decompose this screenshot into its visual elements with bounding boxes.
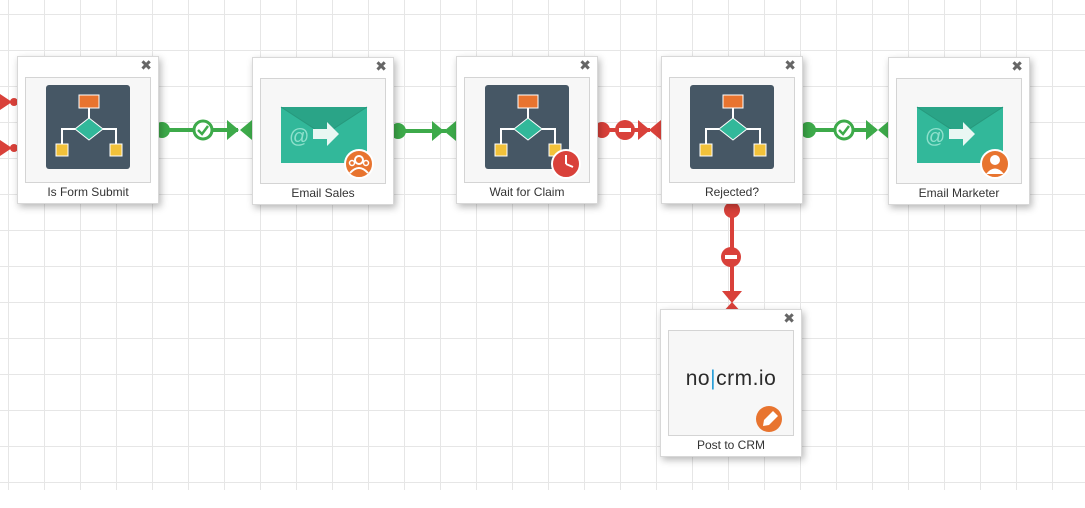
node-email-sales[interactable]: ✖ @ Email Sales xyxy=(252,57,394,205)
decision-flowchart-icon xyxy=(485,85,581,179)
node-label: Rejected? xyxy=(704,185,760,199)
sales-team-icon xyxy=(344,149,374,179)
close-icon[interactable]: ✖ xyxy=(140,57,152,73)
check-icon xyxy=(833,119,855,141)
decision-flowchart-icon xyxy=(690,85,774,169)
node-wait-for-claim[interactable]: ✖ Wait for Claim xyxy=(456,56,598,204)
wire-no-wait-to-rejected[interactable] xyxy=(594,120,661,140)
wire-email-sales-to-wait[interactable] xyxy=(390,121,456,141)
close-icon[interactable]: ✖ xyxy=(783,310,795,326)
node-rejected[interactable]: ✖ Rejected? xyxy=(661,56,803,204)
node-label: Is Form Submit xyxy=(47,185,129,199)
node-label: Email Marketer xyxy=(918,186,1000,200)
node-email-marketer[interactable]: ✖ @ Email Marketer xyxy=(888,57,1030,205)
incoming-connector-bottom xyxy=(0,140,18,156)
node-icon-frame: @ xyxy=(260,78,386,184)
clock-icon xyxy=(551,149,581,179)
email-icon: @ xyxy=(916,106,1010,179)
node-is-form-submit[interactable]: ✖ Is Form Submit xyxy=(17,56,159,204)
pencil-icon xyxy=(756,406,782,432)
node-post-to-crm[interactable]: ✖ no|crm.io Post to CRM xyxy=(660,309,802,457)
wire-yes-form-to-email-sales[interactable] xyxy=(154,119,252,141)
node-icon-frame xyxy=(464,77,590,183)
user-icon xyxy=(980,149,1010,179)
decision-flowchart-icon xyxy=(46,85,130,169)
incoming-connector-top xyxy=(0,94,18,110)
wire-no-rejected-to-post-crm[interactable] xyxy=(721,202,742,313)
email-icon: @ xyxy=(280,106,374,179)
wire-yes-rejected-to-email-marketer[interactable] xyxy=(800,119,890,141)
node-label: Email Sales xyxy=(291,186,355,200)
node-label: Wait for Claim xyxy=(489,185,565,199)
nocrm-logo: no|crm.io xyxy=(685,367,777,390)
node-icon-frame xyxy=(669,77,795,183)
close-icon[interactable]: ✖ xyxy=(1011,58,1023,74)
close-icon[interactable]: ✖ xyxy=(579,57,591,73)
svg-text:@: @ xyxy=(289,126,309,148)
close-icon[interactable]: ✖ xyxy=(784,57,796,73)
node-label: Post to CRM xyxy=(696,438,765,452)
node-icon-frame: no|crm.io xyxy=(668,330,794,436)
node-icon-frame: @ xyxy=(896,78,1022,184)
close-icon[interactable]: ✖ xyxy=(375,58,387,74)
svg-text:@: @ xyxy=(925,126,945,148)
node-icon-frame xyxy=(25,77,151,183)
check-icon xyxy=(192,119,214,141)
